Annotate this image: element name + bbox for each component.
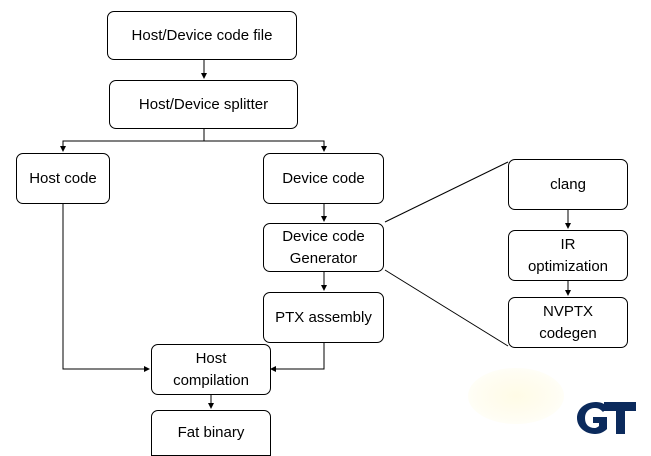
node-host-compilation: Host compilation (151, 344, 271, 395)
node-nvptx-codegen: NVPTX codegen (508, 297, 628, 348)
zoom-line-bottom (384, 269, 509, 347)
node-splitter: Host/Device splitter (109, 80, 298, 129)
node-ir-optimization: IR optimization (508, 230, 628, 281)
zoom-line-top (384, 161, 509, 223)
background-glow (468, 368, 564, 424)
node-fat-binary: Fat binary (151, 410, 271, 456)
gt-logo (577, 402, 636, 434)
edge-splitter-to-device-code (204, 140, 327, 152)
node-code-file: Host/Device code file (107, 11, 297, 60)
edge-splitter-to-host-code (60, 129, 205, 152)
edge-ptx-to-compilation (270, 343, 325, 372)
node-host-code: Host code (16, 153, 110, 204)
node-device-generator: Device code Generator (263, 223, 384, 272)
node-ptx-assembly: PTX assembly (263, 292, 384, 343)
node-device-code: Device code (263, 153, 384, 204)
node-clang: clang (508, 159, 628, 210)
edge-host-code-to-compilation (62, 204, 150, 372)
